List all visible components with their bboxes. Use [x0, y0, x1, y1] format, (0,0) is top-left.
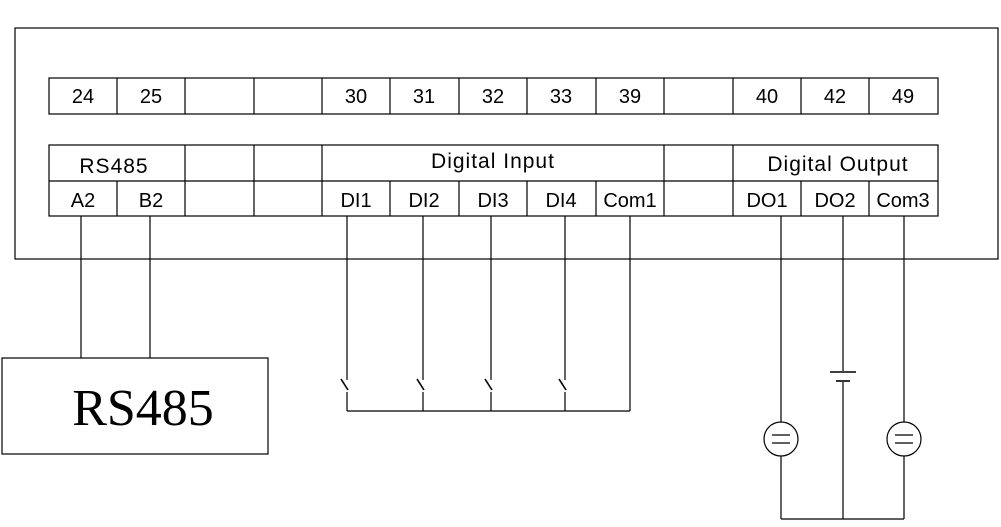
terminal-number-32: 32 [482, 86, 504, 108]
pin-label-do1: DO1 [746, 190, 787, 212]
dc-supply-symbol [830, 371, 856, 382]
terminal-label-block: RS485 Digital Input Digital Output A2 B2… [48, 144, 939, 217]
terminal-number-24: 24 [72, 86, 94, 108]
pin-label-do2: DO2 [814, 190, 855, 212]
load-com3-symbol [886, 421, 922, 457]
digital-output-group-label: Digital Output [767, 153, 908, 176]
terminal-number-40: 40 [756, 86, 778, 108]
terminal-number-30: 30 [345, 86, 367, 108]
digital-output-wiring [763, 216, 922, 520]
terminal-number-39: 39 [619, 86, 641, 108]
switch-di4 [558, 216, 567, 411]
pin-label-di4: DI4 [545, 190, 576, 212]
rs485-group-label: RS485 [79, 155, 148, 178]
pin-label-com1: Com1 [603, 190, 656, 212]
pin-label-b2: B2 [139, 190, 163, 212]
switch-di3 [484, 216, 493, 411]
rs485-device-box [1, 357, 269, 455]
pin-label-a2: A2 [71, 190, 95, 212]
terminal-number-31: 31 [413, 86, 435, 108]
switch-di2 [416, 216, 425, 411]
pin-label-di2: DI2 [408, 190, 439, 212]
terminal-number-strip: 24 25 30 31 32 33 39 40 42 49 [48, 77, 939, 115]
terminal-number-42: 42 [824, 86, 846, 108]
digital-input-wiring [340, 216, 631, 412]
device-enclosure [14, 27, 999, 260]
rs485-device-label: RS485 [72, 380, 214, 437]
pin-label-com3: Com3 [876, 190, 929, 212]
terminal-number-33: 33 [550, 86, 572, 108]
pin-label-di3: DI3 [477, 190, 508, 212]
pin-label-di1: DI1 [340, 190, 371, 212]
terminal-number-49: 49 [892, 86, 914, 108]
load-do1-symbol [763, 421, 799, 457]
rs485-wiring: RS485 [1, 216, 269, 455]
terminal-number-25: 25 [140, 86, 162, 108]
switch-di1 [340, 216, 349, 411]
digital-input-group-label: Digital Input [431, 150, 555, 173]
